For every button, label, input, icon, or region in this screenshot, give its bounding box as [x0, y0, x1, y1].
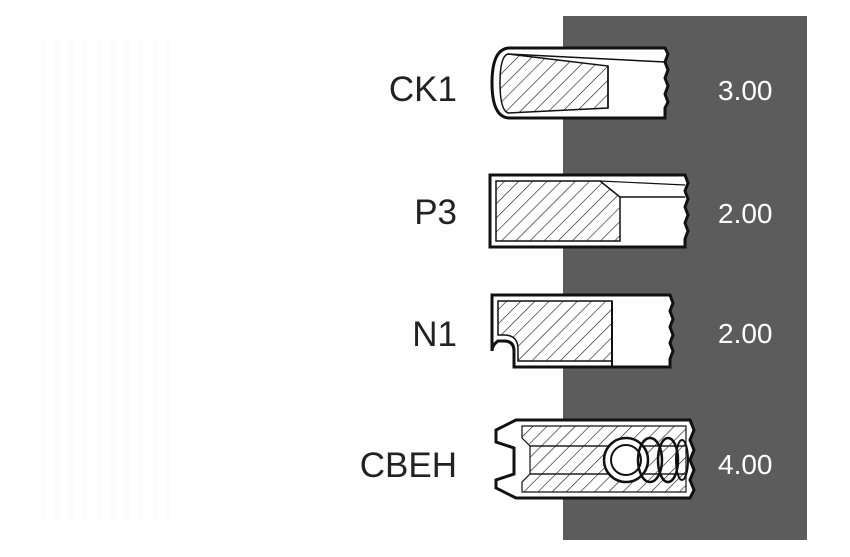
ring-label: N1 — [412, 315, 457, 354]
ring-label: CK1 — [388, 70, 457, 109]
ring-value: 4.00 — [718, 449, 773, 480]
ring-label: P3 — [414, 193, 457, 232]
background-watermark — [40, 40, 170, 520]
compression-ring-ck1-icon — [490, 46, 670, 120]
ring-value: 2.00 — [718, 318, 773, 349]
compression-ring-p3-icon — [488, 173, 690, 249]
ring-value: 3.00 — [718, 75, 773, 106]
ring-label: CBEH — [359, 446, 457, 485]
oil-ring-cbeh-icon — [494, 418, 696, 500]
ring-value: 2.00 — [718, 198, 773, 229]
ring-row-cbeh: CBEH 4.00 — [0, 408, 850, 508]
ring-row-n1: N1 2.00 — [0, 285, 850, 385]
ring-row-ck1: CK1 3.00 — [0, 38, 850, 138]
scraper-ring-n1-icon — [490, 293, 675, 369]
ring-row-p3: P3 2.00 — [0, 163, 850, 263]
